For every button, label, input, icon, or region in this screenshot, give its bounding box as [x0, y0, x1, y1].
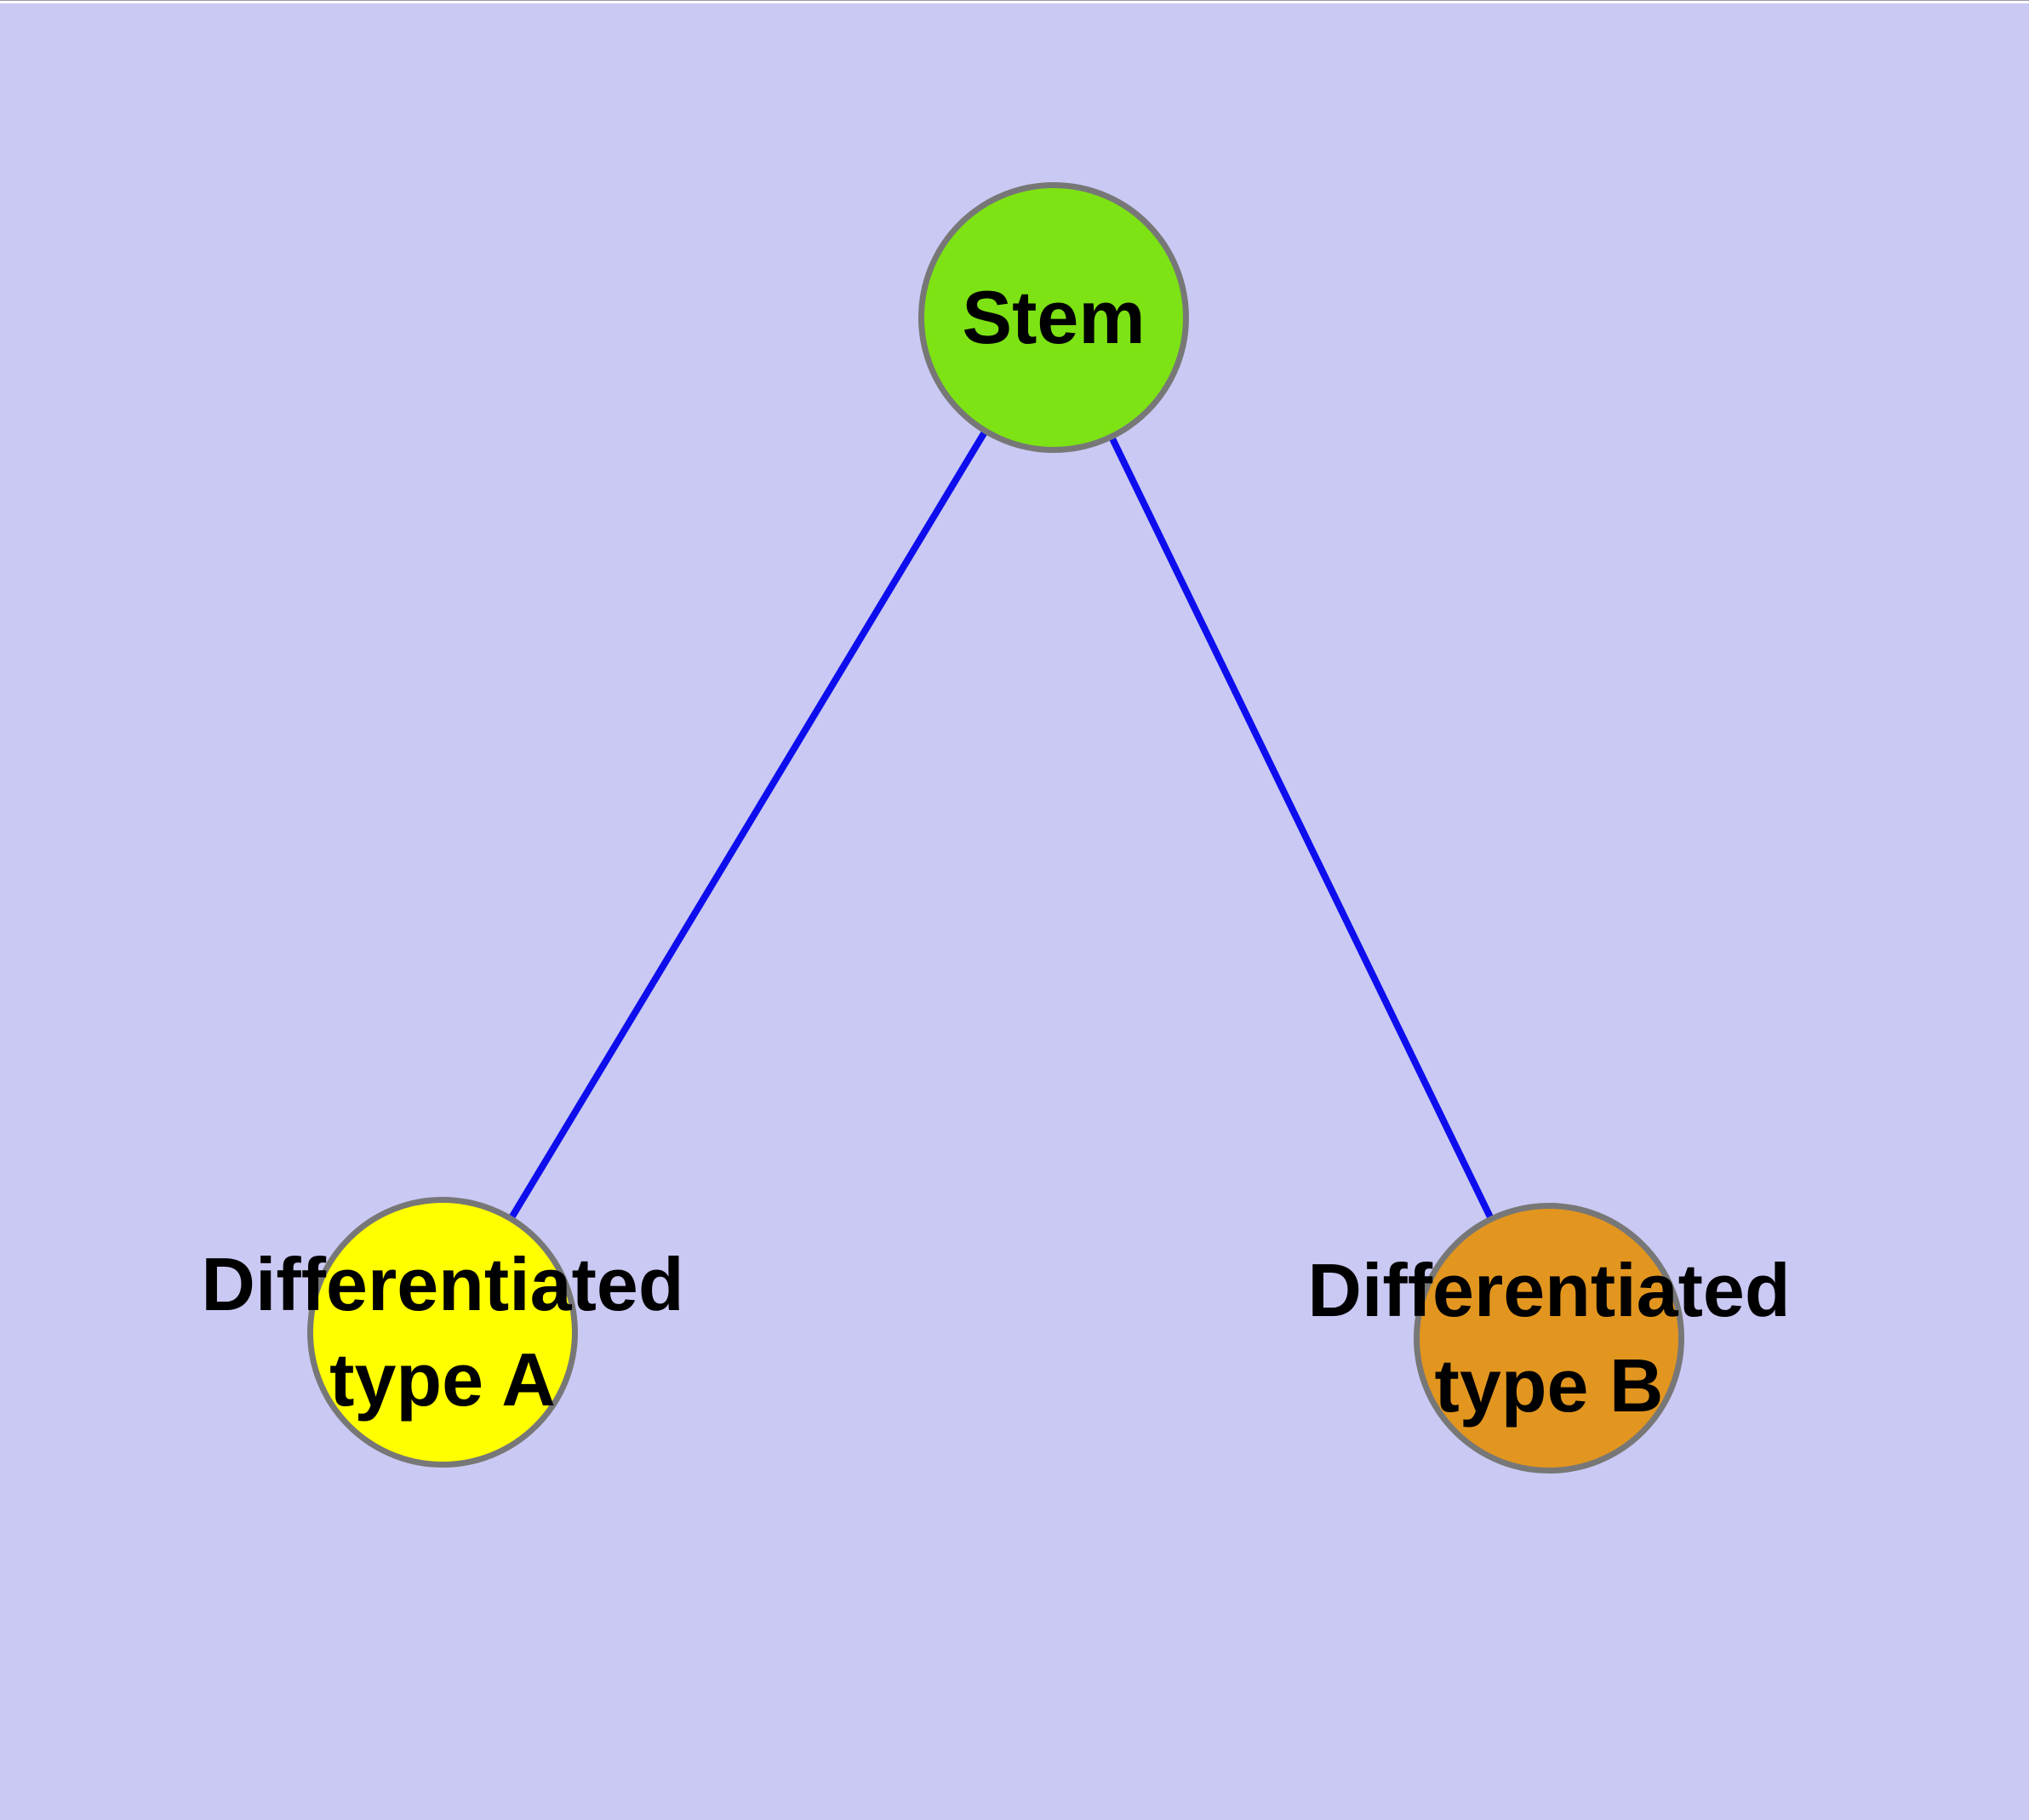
- edge-line: [1050, 316, 1552, 1340]
- node-stem[interactable]: [918, 182, 1189, 453]
- node-differentiated-type-a[interactable]: [307, 1197, 578, 1468]
- canvas-top-edge: [0, 0, 2029, 3]
- node-differentiated-type-b[interactable]: [1414, 1203, 1684, 1474]
- edge-line: [439, 315, 1057, 1335]
